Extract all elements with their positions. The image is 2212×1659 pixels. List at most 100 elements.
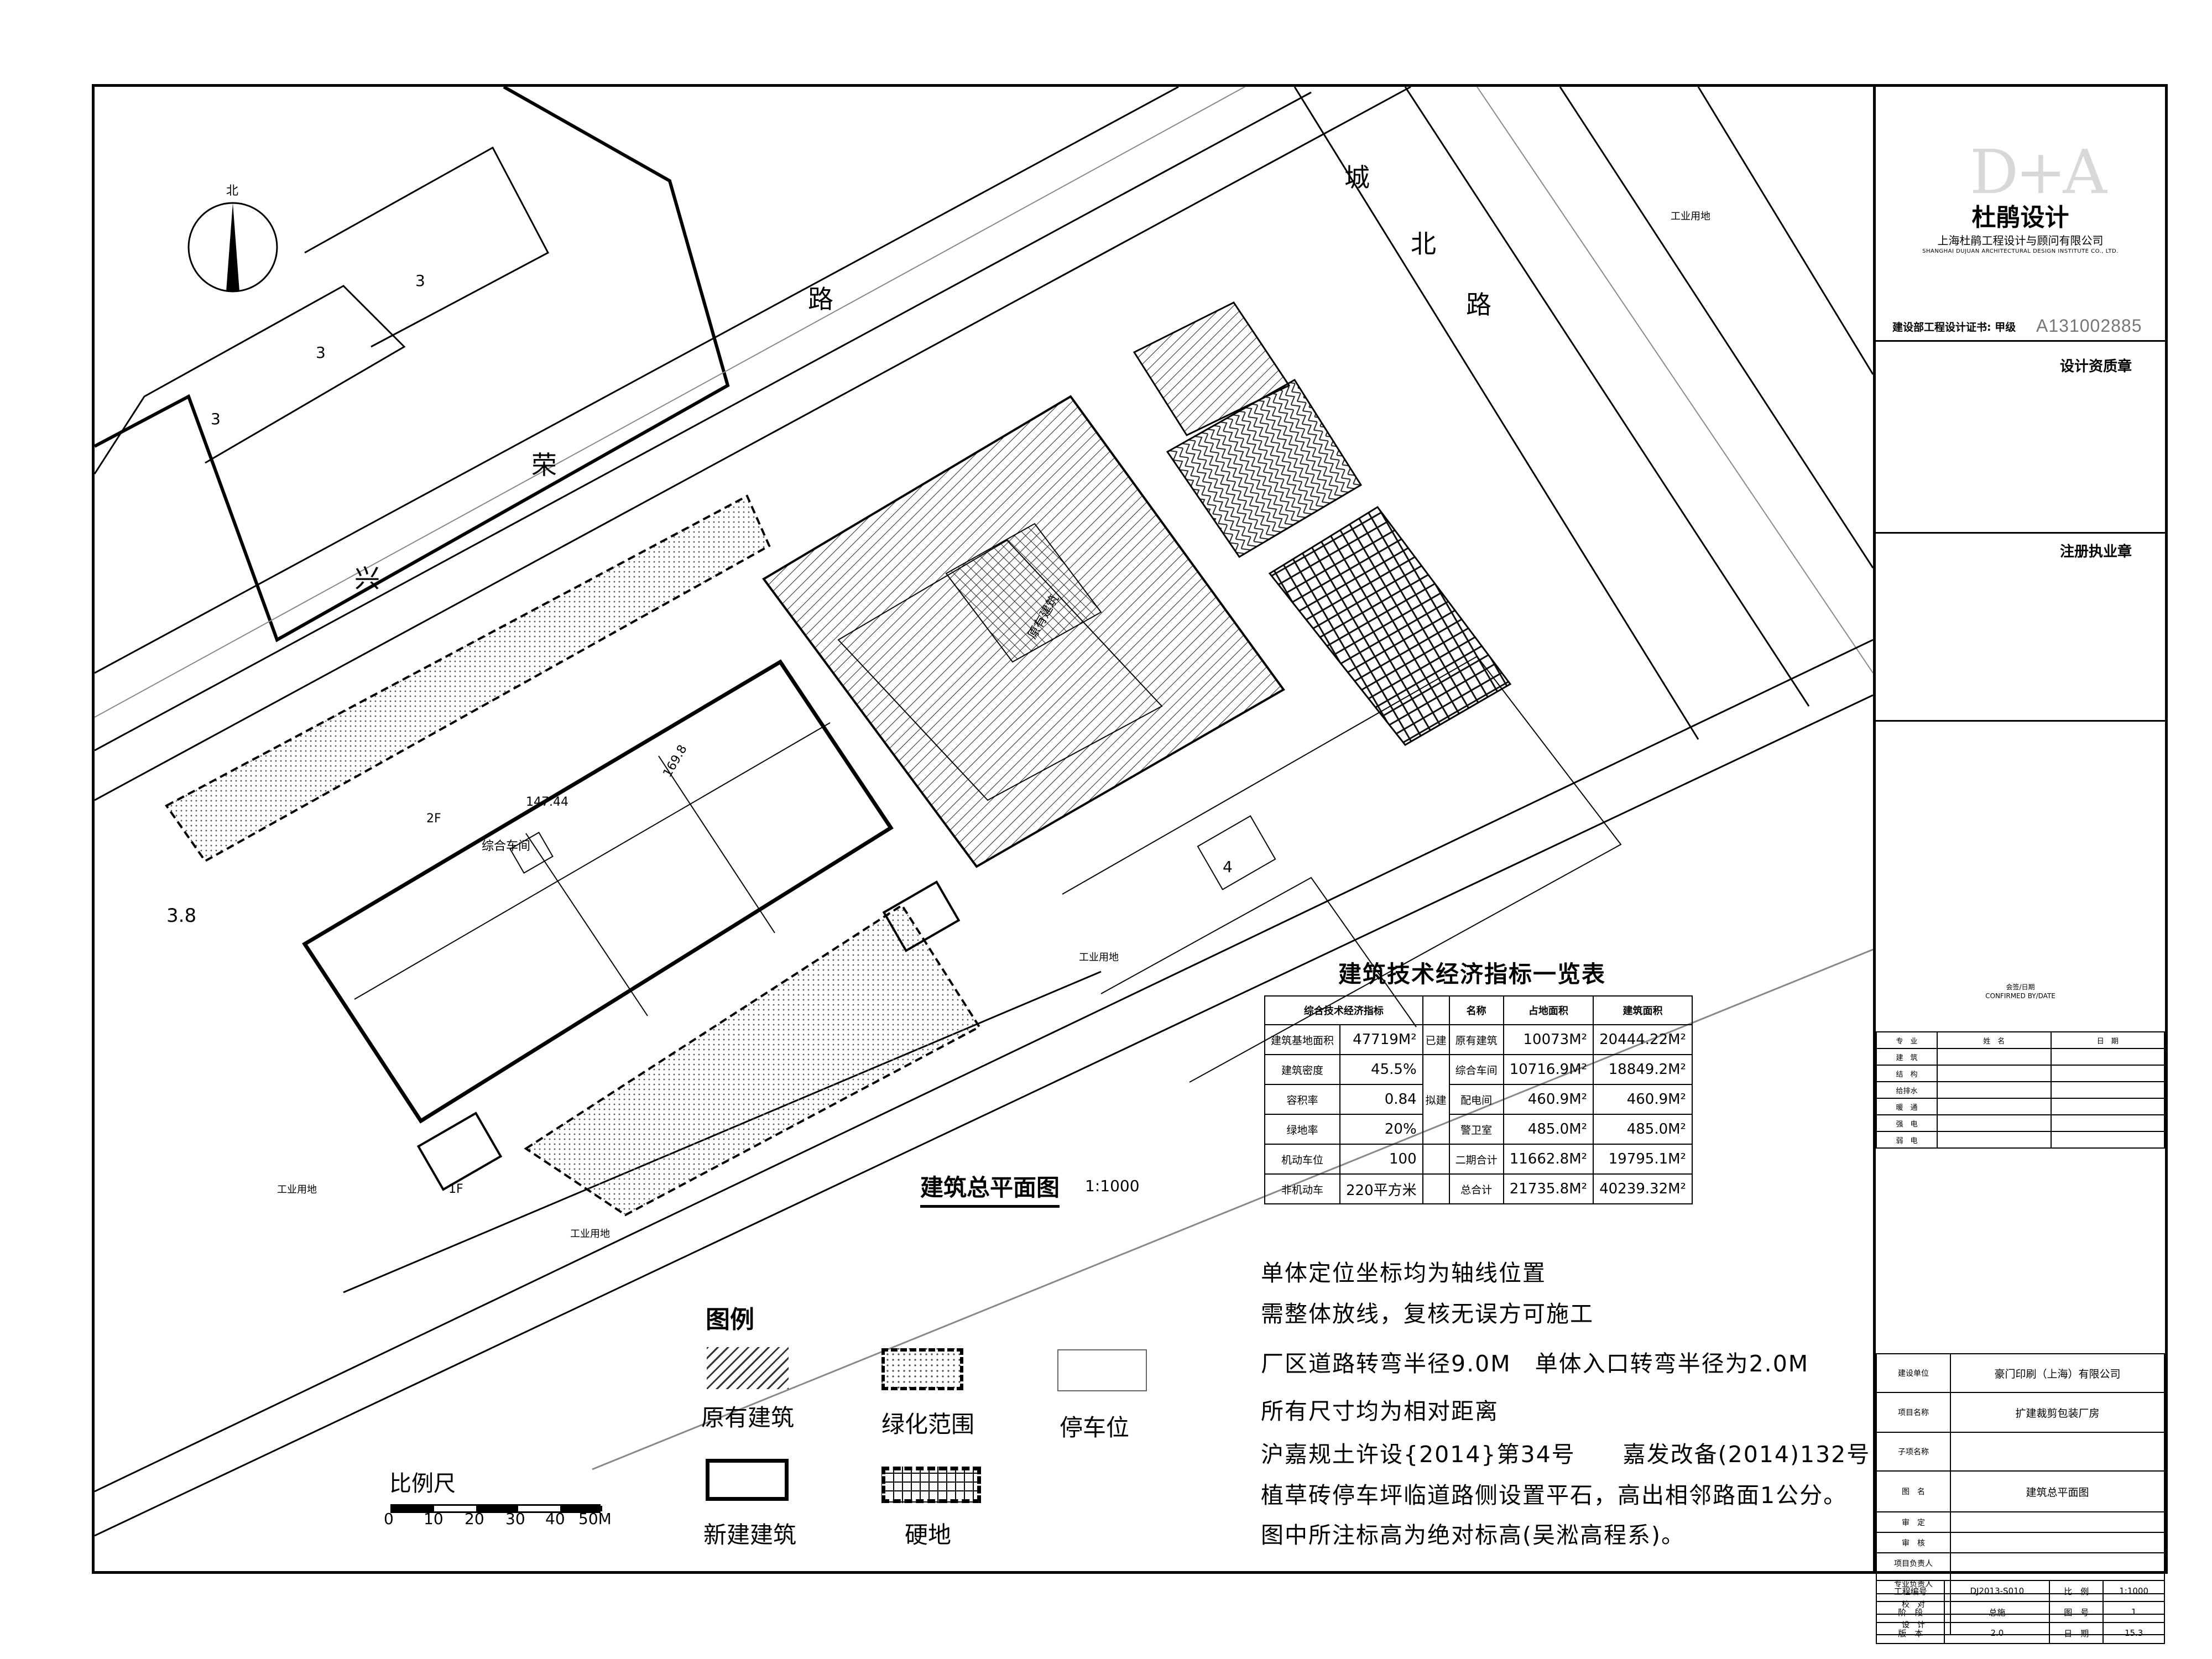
east-parcel-2: [1100, 877, 1417, 1027]
note-line: 图中所注标高为绝对标高(吴淞高程系)。: [1261, 1522, 1685, 1548]
scale-bar-title: 比例尺: [389, 1471, 456, 1496]
plan-scale: 1:1000: [1085, 1177, 1140, 1195]
discipline-cell: 强 电: [1876, 1114, 1938, 1132]
component-name: 总合计: [1448, 1173, 1504, 1204]
signoff-cell: [1937, 1081, 2052, 1099]
road-label: 北: [1411, 229, 1436, 259]
certificate-label: 建设部工程设计证书: 甲级: [1892, 321, 2016, 333]
indicator-value: 20%: [1339, 1114, 1423, 1145]
table-row: 建筑密度 45.5% 拟建 综合车间 10716.9M² 18849.2M²: [1264, 1054, 1693, 1145]
signoff-cell: [1937, 1114, 2052, 1132]
floor-area: 19795.1M²: [1593, 1144, 1693, 1175]
site-plan: 荣 兴 路 城 北 路 北 3 3 3 4 3.8 工业用地 工业用地 工业用地…: [95, 87, 1873, 1571]
legend-parking-swatch: [1057, 1349, 1147, 1391]
neighbor-building: [304, 146, 550, 348]
version-value: 2.0: [1944, 1622, 2051, 1644]
signoff-cell: [2050, 1081, 2165, 1099]
neighbor-boundary: [95, 87, 730, 643]
table-row: 绿地率 20% 警卫室 485.0M² 485.0M²: [1264, 1114, 1693, 1145]
signoff-cell: [2050, 1065, 2165, 1082]
new-building: [302, 659, 894, 1124]
north-label: 北: [226, 184, 238, 198]
table-row: 容积率 0.84 配电间 460.9M² 460.9M²: [1264, 1084, 1693, 1115]
road-label: 荣: [531, 450, 557, 480]
scale-bar-segment: [560, 1506, 602, 1511]
sheet-frame: [92, 84, 2168, 1574]
legend-hard-label: 硬地: [905, 1521, 952, 1548]
scale-tick: 30: [505, 1510, 525, 1528]
scale-tick: 10: [424, 1510, 444, 1528]
signoff-table: 专 业 姓 名 日 期 建 筑 结 构 给排水 暖 通 强 电 弱 电: [1876, 1031, 2165, 1149]
firm-name: 杜鹃设计: [1971, 204, 2069, 232]
lot-number: 3: [415, 272, 425, 290]
guard-room: [416, 1112, 503, 1191]
lot-number: 3: [316, 343, 326, 362]
drawing-info-table: 工程编号 DJ2013-S010 比 例 1:1000 阶 段 总施 图 号 1…: [1875, 1580, 2165, 1644]
signoff-cell: [1937, 1048, 2052, 1066]
column-header: 综合技术经济指标: [1264, 995, 1423, 1025]
column-header: [1422, 995, 1450, 1025]
info-label: 版 本: [1875, 1622, 1945, 1644]
divider: [1876, 532, 2165, 534]
signoff-cell: [1937, 1098, 2052, 1115]
status-cell: 已建: [1422, 1024, 1450, 1055]
discipline-cell: 暖 通: [1876, 1098, 1938, 1115]
legend-existing-swatch: [707, 1347, 789, 1389]
indicator-value: 100: [1339, 1144, 1423, 1175]
info-label: 阶 段: [1875, 1601, 1945, 1623]
legend-parking-label: 停车位: [1060, 1414, 1130, 1441]
indicator-name: 绿地率: [1264, 1114, 1341, 1145]
component-name: 原有建筑: [1448, 1024, 1504, 1055]
column-header: 专 业: [1876, 1031, 1938, 1049]
scale-bar-segment: [476, 1506, 518, 1511]
component-name: 警卫室: [1448, 1114, 1504, 1145]
scale-bar: [390, 1504, 602, 1513]
paved-parking-east: [1268, 506, 1512, 746]
road-label: 兴: [354, 564, 380, 593]
signoff-cell: [2050, 1114, 2165, 1132]
floor-area: 460.9M²: [1593, 1084, 1693, 1115]
certificate-number: A131002885: [2036, 316, 2142, 336]
component-name: 二期合计: [1448, 1144, 1504, 1175]
note-line: 所有尺寸均为相对距离: [1261, 1398, 1499, 1425]
scale-bar-segment: [392, 1506, 434, 1511]
indicator-name: 非机动车: [1264, 1173, 1341, 1204]
table-row: 建筑基地面积 47719M² 已建 原有建筑 10073M² 20444.22M…: [1264, 1024, 1693, 1055]
legend-green-swatch: [881, 1348, 963, 1390]
indicator-table-title: 建筑技术经济指标一览表: [1338, 961, 1606, 988]
landuse-label: 工业用地: [570, 1228, 610, 1240]
existing-building: [762, 395, 1285, 868]
status-cell: [1422, 1173, 1450, 1204]
indicator-name: 机动车位: [1264, 1144, 1341, 1175]
info-label: 日 期: [2049, 1622, 2104, 1644]
note-line: 沪嘉规土许设{2014}第34号 嘉发改备(2014)132号: [1261, 1441, 1871, 1468]
floor-area: 485.0M²: [1593, 1114, 1693, 1145]
building-tag: 169.8: [661, 743, 690, 780]
sign-role: 项目负责人: [1876, 1552, 1951, 1574]
drawing-name: 建筑总平面图: [1950, 1470, 2165, 1512]
footprint-area: 10716.9M²: [1503, 1054, 1594, 1085]
legend-title: 图例: [706, 1306, 754, 1334]
legend-existing-label: 原有建筑: [701, 1404, 795, 1431]
sign-role: 审 定: [1876, 1511, 1951, 1533]
note-line: 需整体放线，复核无误方可施工: [1261, 1301, 1594, 1327]
status-cell: 拟建: [1422, 1054, 1450, 1145]
signoff-cell: [1937, 1065, 2052, 1082]
info-label: 图 号: [2049, 1601, 2104, 1623]
signoff-cell: [2050, 1131, 2165, 1149]
firm-english-name: SHANGHAI DUJUAN ARCHITECTURAL DESIGN INS…: [1922, 248, 2119, 254]
note-line: 单体定位坐标均为轴线位置: [1261, 1260, 1546, 1286]
sign-cell: [1950, 1532, 2165, 1553]
confirm-header: 会签/日期 CONFIRMED BY/DATE: [1876, 983, 2165, 1000]
date-value: 15.3: [2103, 1622, 2165, 1644]
green-space-north: [165, 494, 771, 863]
building-tag: 1F: [448, 1182, 463, 1196]
sign-cell: [1950, 1552, 2165, 1574]
drawing-name-label: 图 名: [1876, 1470, 1951, 1512]
note-line: 植草砖停车坪临道路侧设置平石，高出相邻路面1公分。: [1261, 1482, 1848, 1509]
legend-green-label: 绿化范围: [881, 1411, 975, 1438]
firm-full-name: 上海杜鹃工程设计与顾问有限公司: [1937, 234, 2104, 247]
building-tag: 2F: [426, 812, 441, 826]
neighbor-building: [95, 285, 406, 474]
legend-new-label: 新建建筑: [703, 1521, 797, 1548]
